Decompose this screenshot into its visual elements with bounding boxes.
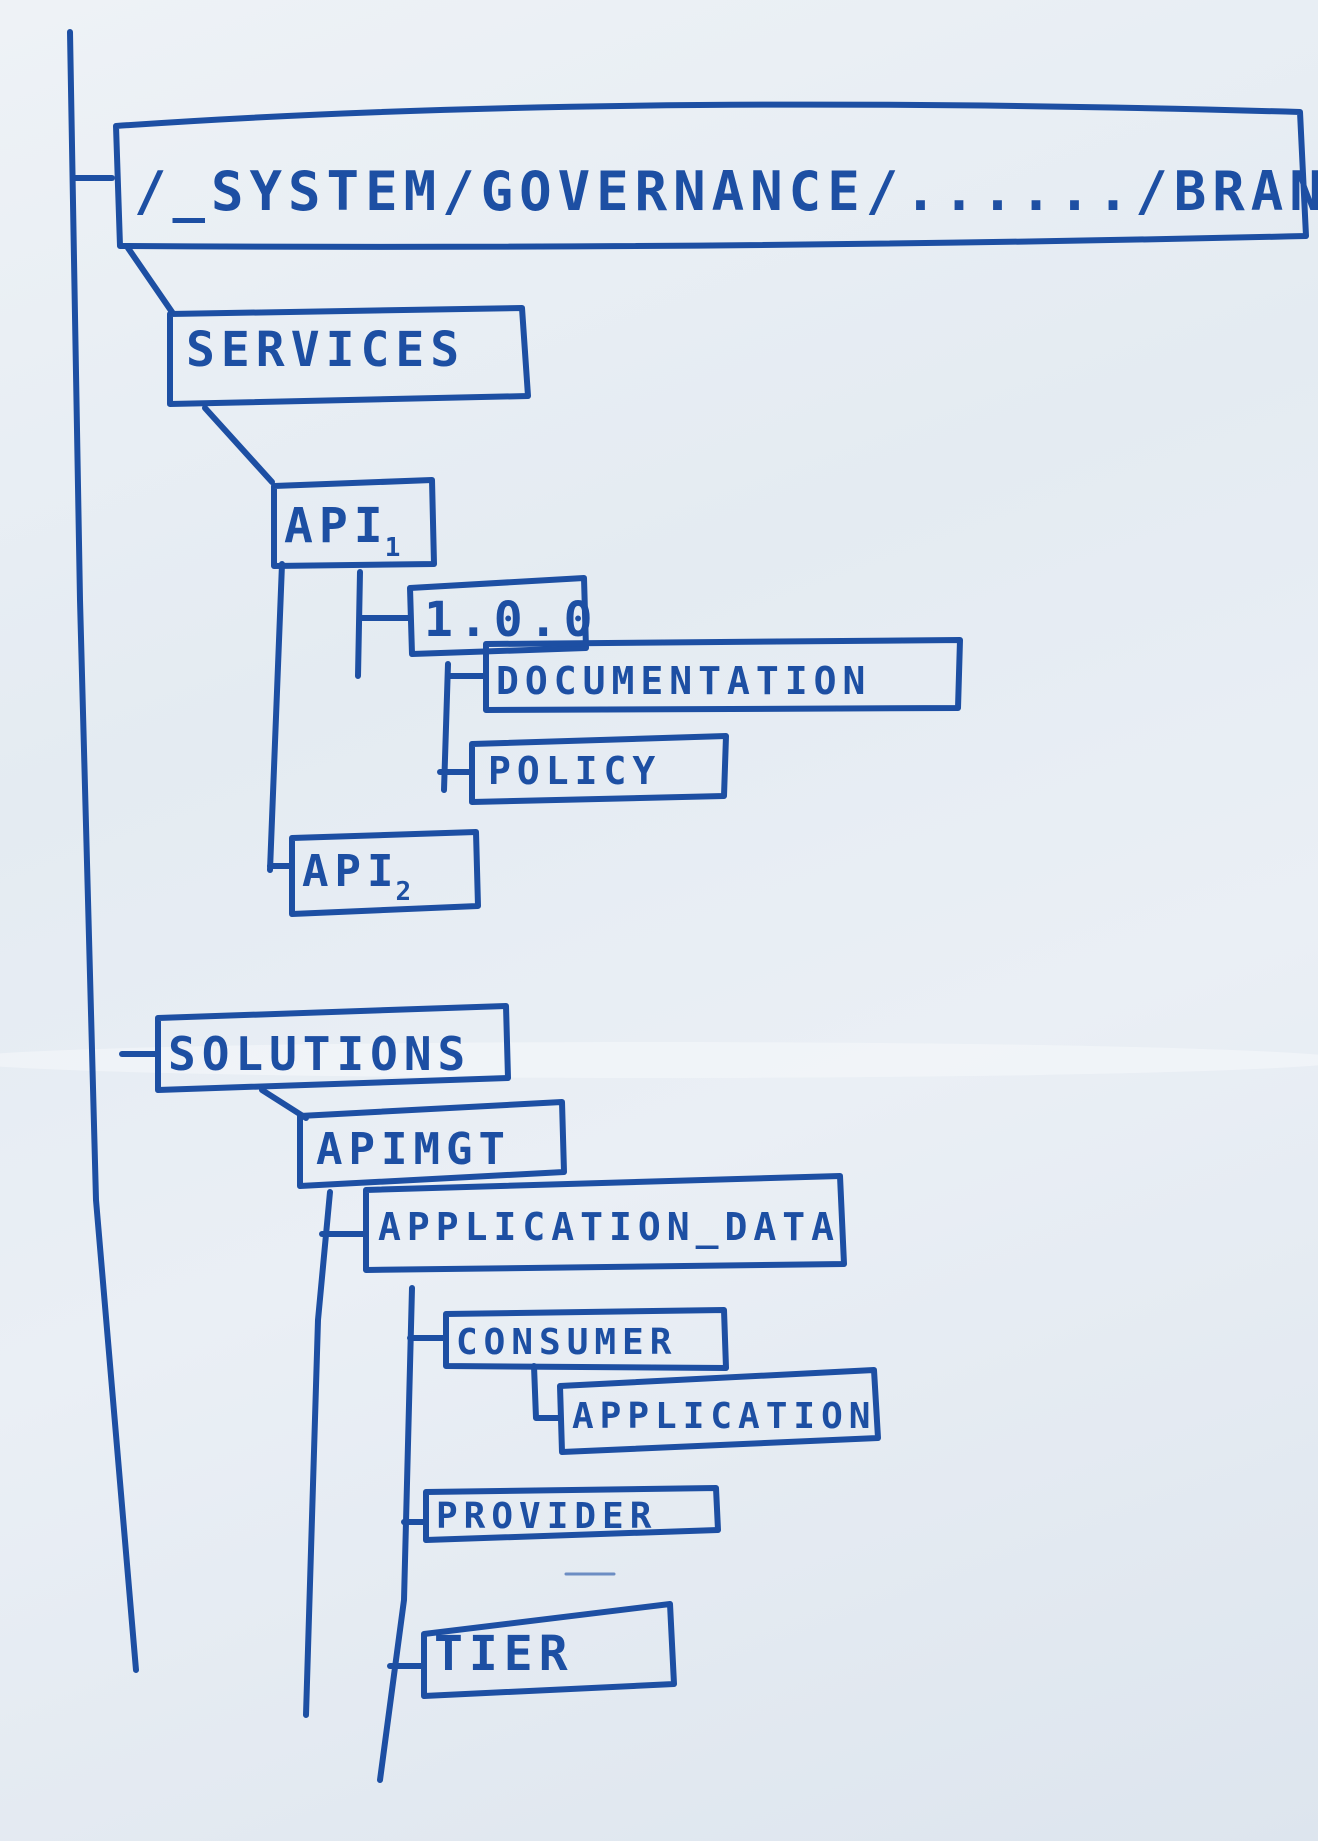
provider-label: PROVIDER xyxy=(436,1496,657,1537)
connector-services xyxy=(125,245,175,315)
tree-connectors xyxy=(67,29,616,1783)
node-api2: API2 xyxy=(289,829,481,917)
node-tier: TIER xyxy=(421,1601,677,1699)
application-data-label: APPLICATION_DATA xyxy=(378,1205,840,1249)
application-label: APPLICATION xyxy=(572,1396,876,1437)
node-provider: PROVIDER xyxy=(423,1485,721,1543)
api1-label: API xyxy=(284,498,389,554)
node-documentation: DOCUMENTATION xyxy=(483,637,963,713)
apimgt-label: APIMGT xyxy=(316,1124,511,1175)
solutions-label: SOLUTIONS xyxy=(168,1027,471,1081)
api1-subscript: 1 xyxy=(385,533,407,563)
policy-label: POLICY xyxy=(488,749,661,793)
connector-application-elbow xyxy=(531,1363,563,1421)
connector-api1-vertical xyxy=(267,561,285,873)
services-label: SERVICES xyxy=(186,322,465,378)
version-label: 1.0.0 xyxy=(424,592,599,648)
connector-apimgt-vertical xyxy=(303,1189,333,1718)
node-solutions: SOLUTIONS xyxy=(155,1003,511,1093)
node-application-data: APPLICATION_DATA xyxy=(363,1173,847,1273)
connector-appdata-children xyxy=(377,1285,415,1783)
api2-subscript: 2 xyxy=(395,877,417,907)
consumer-label: CONSUMER xyxy=(456,1322,677,1363)
tier-label: TIER xyxy=(434,1626,574,1682)
node-policy: POLICY xyxy=(469,733,729,805)
connector-version-branch xyxy=(355,569,363,679)
svg-text:API2: API2 xyxy=(302,846,417,907)
documentation-label: DOCUMENTATION xyxy=(496,659,871,703)
api2-label: API xyxy=(302,846,399,897)
node-consumer: CONSUMER xyxy=(443,1307,729,1371)
node-services: SERVICES xyxy=(167,305,531,407)
node-root: /_SYSTEM/GOVERNANCE/....../BRANCH xyxy=(113,101,1318,250)
node-version: 1.0.0 xyxy=(407,575,599,657)
board-glare xyxy=(0,1042,1318,1078)
node-apimgt: APIMGT xyxy=(297,1099,567,1189)
node-application: APPLICATION xyxy=(557,1367,881,1455)
root-label: /_SYSTEM/GOVERNANCE/....../BRANCH xyxy=(134,160,1318,223)
node-api1: API1 xyxy=(271,477,437,569)
svg-text:API1: API1 xyxy=(284,498,406,563)
connector-api1 xyxy=(202,405,275,485)
main-spine xyxy=(67,29,139,1673)
